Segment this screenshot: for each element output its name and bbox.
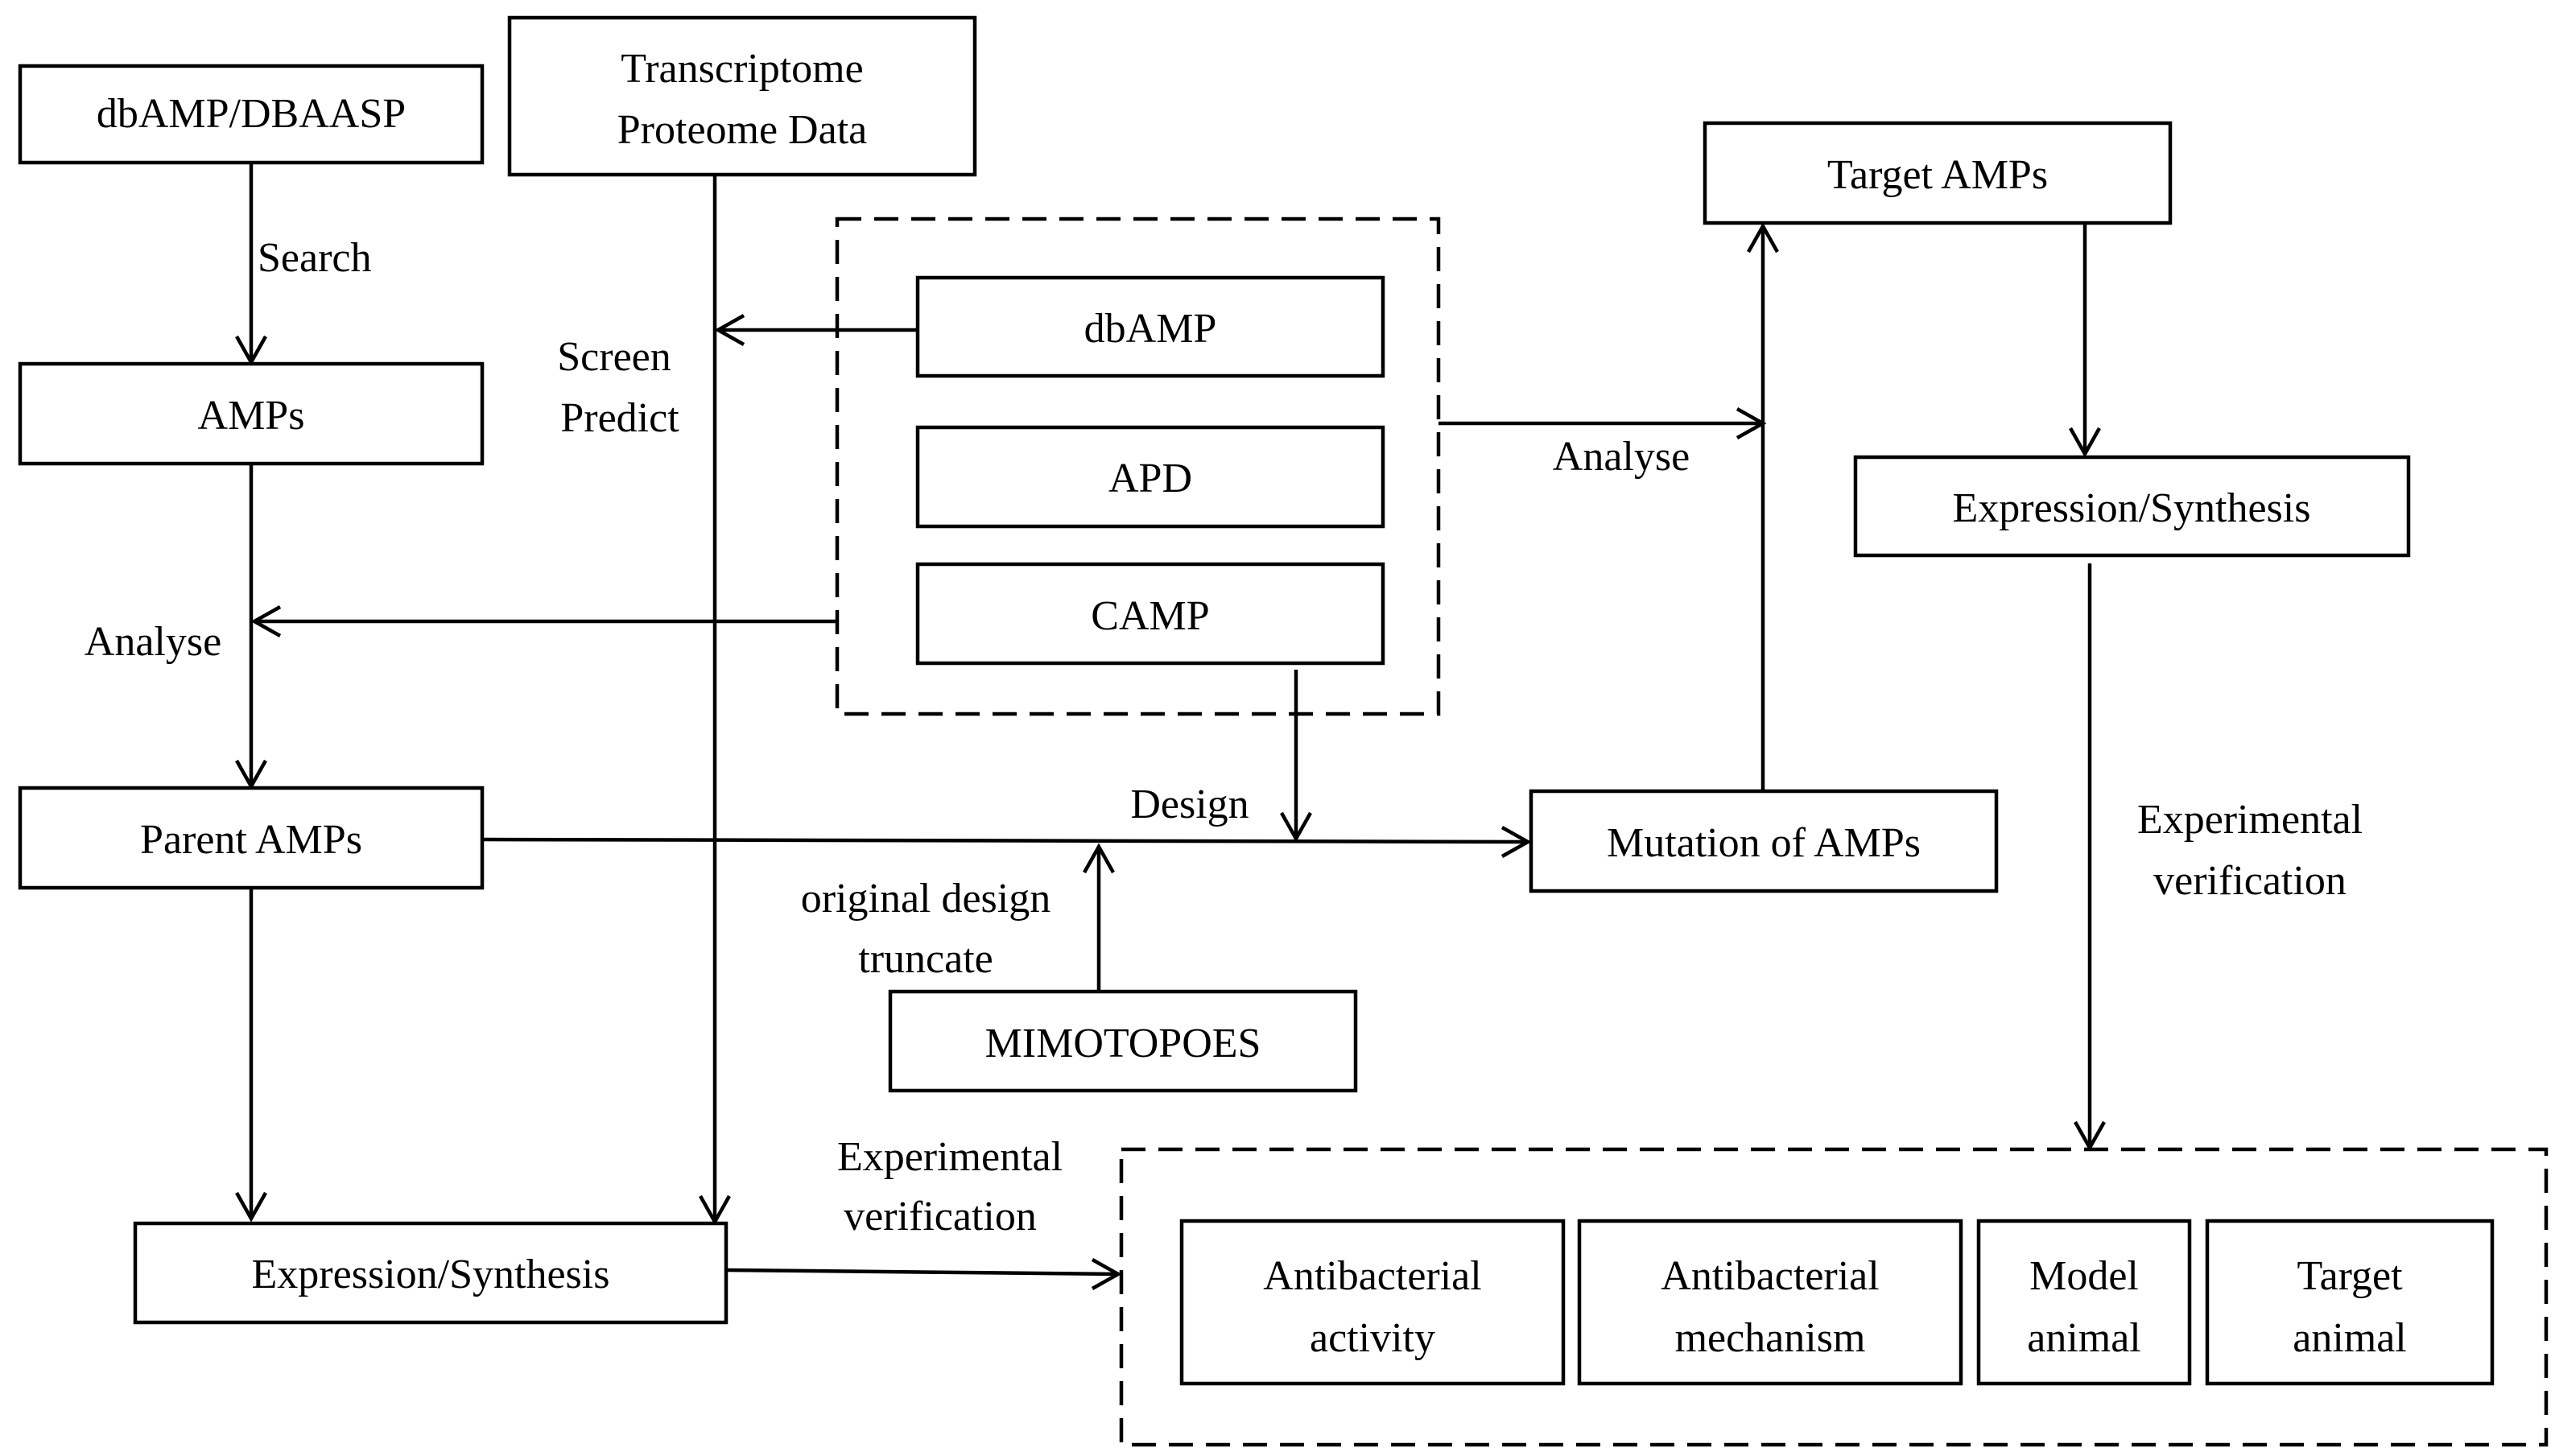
- antibacterial-activity-box: Antibacterial activity: [1179, 1219, 1566, 1386]
- apd-label: APD: [1108, 456, 1192, 501]
- model-animal-line2: animal: [2027, 1315, 2141, 1361]
- arrow-dbamp-to-screen: [714, 314, 918, 346]
- design-label: Design: [1130, 782, 1249, 827]
- dbamp-box: dbAMP: [915, 275, 1385, 378]
- search-label: Search: [258, 235, 371, 281]
- parent-amps-label: Parent AMPs: [140, 817, 362, 863]
- arrow-target-to-expression-right: [2069, 223, 2101, 458]
- predict-label: Predict: [560, 395, 679, 441]
- arrow-mimotopoes-to-design: [1083, 843, 1115, 992]
- expression-synthesis-left-label: Expression/Synthesis: [252, 1252, 610, 1297]
- arrow-parent-to-mutation: [481, 826, 1532, 858]
- arrow-camp-to-design: [1280, 670, 1312, 843]
- arrow-mutation-to-target: [1747, 222, 1779, 791]
- target-amps-box: Target AMPs: [1703, 121, 2173, 225]
- model-animal-line1: Model: [2029, 1253, 2139, 1299]
- arrow-amps-to-parent: [235, 464, 267, 790]
- camp-label: CAMP: [1091, 593, 1209, 639]
- target-animal-box: Target animal: [2205, 1219, 2495, 1386]
- antibacterial-mechanism-line2: mechanism: [1675, 1315, 1866, 1361]
- mutation-of-amps-box: Mutation of AMPs: [1529, 789, 1999, 893]
- mimotopoes-box: MIMOTOPOES: [888, 989, 1358, 1093]
- analyse-right-label: Analyse: [1553, 434, 1690, 480]
- target-amps-label: Target AMPs: [1827, 152, 2048, 198]
- amps-box: AMPs: [18, 361, 485, 466]
- dbamp-dbaasp-label: dbAMP/DBAASP: [97, 91, 406, 137]
- arrow-expression-left-to-verification: [725, 1258, 1122, 1290]
- arrow-parent-to-expression-left: [235, 888, 267, 1223]
- antibacterial-activity-line2: activity: [1310, 1315, 1435, 1361]
- expression-synthesis-left-box: Expression/Synthesis: [133, 1221, 729, 1325]
- antibacterial-mechanism-box: Antibacterial mechanism: [1577, 1219, 1963, 1386]
- experimental-left-line1: Experimental: [837, 1134, 1063, 1180]
- experimental-right-line1: Experimental: [2137, 797, 2363, 843]
- arrow-dbaasp-to-amps: [235, 163, 267, 366]
- transcriptome-proteome-box: Transcriptome Proteome Data: [507, 15, 977, 177]
- original-design-label: original design: [801, 876, 1051, 922]
- parent-amps-box: Parent AMPs: [18, 786, 485, 890]
- antibacterial-activity-line1: Antibacterial: [1263, 1253, 1481, 1299]
- arrow-transcriptome-to-expression: [699, 175, 731, 1226]
- target-animal-line1: Target: [2297, 1253, 2403, 1299]
- proteome-data-label: Proteome Data: [617, 107, 867, 153]
- truncate-label: truncate: [858, 936, 993, 982]
- target-animal-line2: animal: [2293, 1315, 2407, 1361]
- arrow-databases-to-analyse: [250, 605, 837, 637]
- mutation-of-amps-label: Mutation of AMPs: [1607, 820, 1921, 866]
- antibacterial-mechanism-line1: Antibacterial: [1661, 1253, 1879, 1299]
- camp-box: CAMP: [915, 562, 1385, 666]
- dbamp-label: dbAMP: [1084, 306, 1217, 352]
- amps-label: AMPs: [198, 393, 305, 439]
- expression-synthesis-right-box: Expression/Synthesis: [1853, 455, 2411, 558]
- verification-group: [1119, 1147, 2549, 1447]
- experimental-left-line2: verification: [844, 1194, 1037, 1239]
- analyse-left-label: Analyse: [85, 619, 221, 665]
- apd-box: APD: [915, 425, 1385, 529]
- mimotopoes-label: MIMOTOPOES: [985, 1021, 1261, 1066]
- expression-synthesis-right-label: Expression/Synthesis: [1953, 485, 2311, 531]
- experimental-right-line2: verification: [2153, 858, 2347, 904]
- dbamp-dbaasp-box: dbAMP/DBAASP: [18, 64, 485, 165]
- transcriptome-label: Transcriptome: [621, 46, 863, 92]
- amp-databases-group: [835, 217, 1441, 716]
- arrow-expression-right-to-verification: [2074, 563, 2106, 1152]
- screen-label: Screen: [557, 334, 671, 380]
- model-animal-box: Model animal: [1976, 1219, 2192, 1386]
